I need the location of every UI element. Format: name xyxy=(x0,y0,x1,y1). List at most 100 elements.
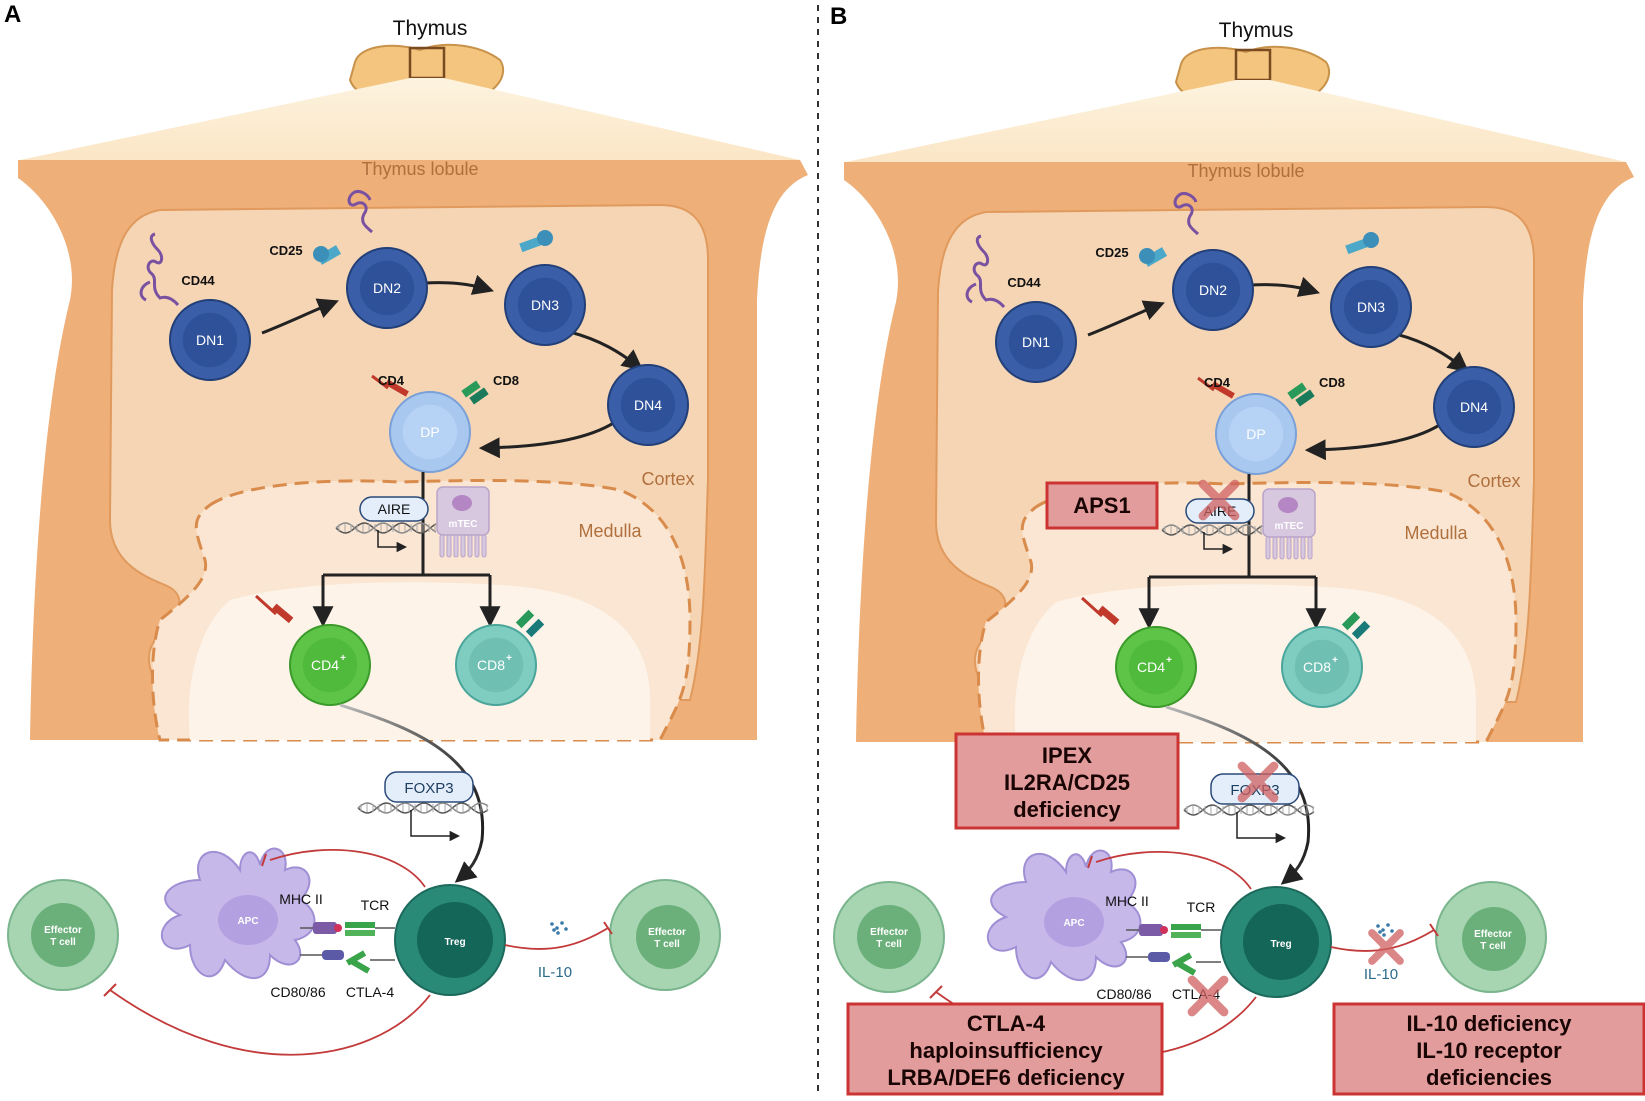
dn2-cell-nucleus xyxy=(359,260,415,316)
dn1-cell-label: DN1 xyxy=(1022,334,1050,350)
tcr-label: TCR xyxy=(1187,899,1216,915)
mhc-ii-molecule xyxy=(313,922,337,934)
cd80-molecule xyxy=(1148,952,1170,962)
dn3-cell: DN3 xyxy=(504,264,586,346)
cd4-stalk xyxy=(1197,376,1215,392)
treg-nucleus xyxy=(1243,904,1319,980)
treg-label: Treg xyxy=(444,937,465,948)
effector-label: T cell xyxy=(654,939,680,950)
cortex-label: Cortex xyxy=(1467,471,1520,491)
treg-differentiation-arrow xyxy=(339,703,485,883)
zoom-cone xyxy=(20,78,800,160)
aire-label: AIRE xyxy=(378,501,411,517)
ctla4-molecule xyxy=(349,958,371,974)
cd4sp-receptor xyxy=(1080,596,1120,626)
cd8sp-cell-nucleus xyxy=(468,637,524,693)
mtec-villus xyxy=(481,534,487,558)
tcr-molecule xyxy=(345,930,375,936)
cd4-label: CD4 xyxy=(378,373,405,388)
aps1-label: APS1 xyxy=(1073,493,1130,518)
immune-synapse xyxy=(300,922,395,974)
cd8-receptor xyxy=(1341,611,1361,631)
inhibition-arc-effector xyxy=(109,989,431,1056)
dp-cell-nucleus xyxy=(402,404,458,460)
cd8-receptor xyxy=(461,380,481,398)
medulla-inner xyxy=(188,582,650,740)
thymus-title: Thymus xyxy=(1219,19,1294,42)
thymus-title: Thymus xyxy=(393,17,468,40)
cd44-coil xyxy=(146,232,180,307)
cd8-receptor xyxy=(525,618,545,638)
ctla4-defect-cross xyxy=(1187,975,1229,1017)
cd4-stalk xyxy=(371,374,389,390)
cross-stroke xyxy=(1198,479,1240,521)
development-arrow xyxy=(1250,276,1321,297)
treg-nucleus xyxy=(417,902,493,978)
effector-label: T cell xyxy=(1480,941,1506,952)
effector-nucleus xyxy=(857,905,921,969)
dn3-cell: DN3 xyxy=(1330,266,1412,348)
cd25-head xyxy=(1139,248,1155,264)
il10-disease-label: IL-10 receptor xyxy=(1416,1038,1562,1063)
aire-protein: AIRE xyxy=(359,496,429,522)
mtec-label: mTEC xyxy=(1275,521,1304,532)
effector-nucleus xyxy=(31,903,95,967)
mtec-villus xyxy=(1265,536,1271,560)
peptide xyxy=(1160,926,1168,934)
mtec-villus xyxy=(1272,536,1278,560)
mtec-cell: mTEC xyxy=(1262,488,1316,560)
treg-differentiation-arrow xyxy=(1165,705,1311,885)
treg-cell: Treg xyxy=(1220,886,1332,998)
inhibition-arc-il10 xyxy=(504,927,609,950)
cd25-receptor xyxy=(1345,238,1368,255)
cd8sp-label: CD8 xyxy=(477,657,505,673)
cd25-head xyxy=(313,246,329,262)
peptide xyxy=(334,924,342,932)
mtec-villus xyxy=(467,534,473,558)
medulla-label: Medulla xyxy=(578,521,642,541)
foxp3-dna xyxy=(1183,804,1315,816)
cd25-label: CD25 xyxy=(269,243,302,258)
il10-cytokine xyxy=(1376,923,1394,937)
cd25-head xyxy=(537,230,553,246)
cross-stroke xyxy=(1368,929,1404,965)
cytokine-dot xyxy=(555,926,559,930)
cd4sp-label: CD4 xyxy=(311,657,339,673)
cd25-label: CD25 xyxy=(1095,245,1128,260)
effector-label: Effector xyxy=(648,927,686,938)
dn4-cell-label: DN4 xyxy=(1460,399,1488,415)
inhibition-bar xyxy=(929,985,943,999)
ctla4-disease-label: haploinsufficiency xyxy=(909,1038,1103,1063)
cd8-label: CD8 xyxy=(1319,375,1345,390)
development-arrow xyxy=(424,274,495,295)
dp-cell-label: DP xyxy=(1246,426,1265,442)
il10-disease-label: IL-10 deficiency xyxy=(1406,1011,1572,1036)
development-arrow xyxy=(569,330,644,371)
mtec-villus xyxy=(1293,536,1299,560)
cytokine-dot xyxy=(1382,933,1386,937)
cd80-86-label: CD80/86 xyxy=(1096,986,1151,1002)
effector-label: Effector xyxy=(870,927,908,938)
development-arrow xyxy=(1395,332,1470,373)
cytokine-dot xyxy=(552,928,556,932)
mtec-villus xyxy=(460,534,466,558)
cd4sp-receptor xyxy=(254,594,294,624)
medulla-inner xyxy=(1014,584,1476,742)
cd4-receptor xyxy=(1211,381,1235,399)
cd25-receptor xyxy=(519,236,542,253)
mhc-ii-label: MHC II xyxy=(1105,893,1149,909)
apc-cell: APC xyxy=(161,847,316,980)
mhc-ii-molecule xyxy=(1139,924,1163,936)
aire-box xyxy=(359,496,429,522)
dn4-cell: DN4 xyxy=(607,364,689,446)
mtec-nucleus xyxy=(452,495,472,511)
effector-nucleus xyxy=(636,905,700,969)
development-arrow xyxy=(1087,300,1165,337)
effector-label: Effector xyxy=(1474,929,1512,940)
zoom-cone xyxy=(846,80,1626,162)
cytokine-dot xyxy=(560,921,564,925)
